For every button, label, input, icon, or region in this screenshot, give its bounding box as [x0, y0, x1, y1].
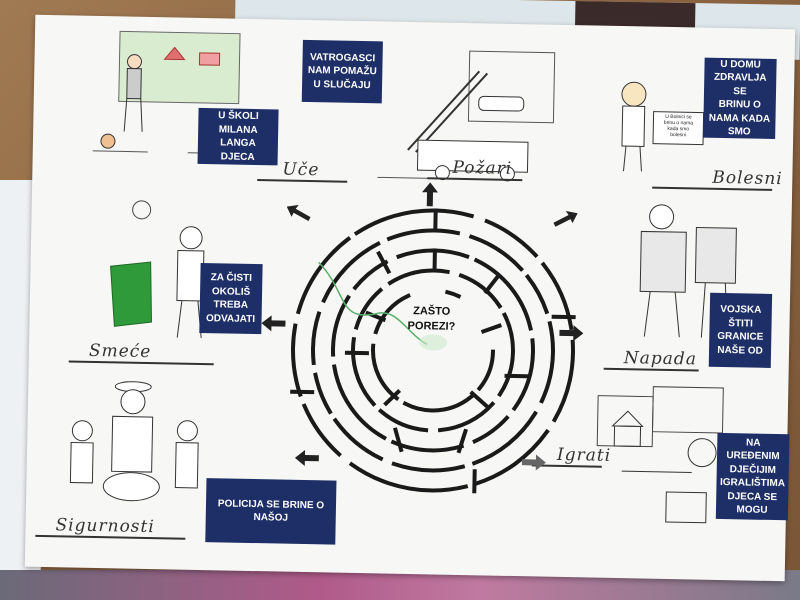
- arrow-left-icon: [261, 315, 286, 332]
- army-drawing: [639, 204, 737, 339]
- hospital-sign: U Bolnici se brinu o nama kada smo boles…: [663, 113, 694, 139]
- school-caption-box: U ŠKOLI MILANA LANGA DJECA: [197, 107, 279, 166]
- arrow-down-left-icon: [294, 450, 319, 467]
- answer-line-uce: [257, 179, 348, 183]
- health-drawing: [621, 81, 705, 172]
- playground-caption-box: NA UREĐENIM DJEČIJIM IGRALIŠTIMA DJECA S…: [715, 432, 790, 521]
- answer-pozari: Požari: [452, 157, 513, 179]
- maze-center-label: ZAŠTO POREZI?: [407, 305, 456, 334]
- health-caption-box: U DOMU ZDRAVLJA SE BRINU O NAMA KADA SMO: [703, 57, 777, 139]
- arrow-up-left-icon: [286, 204, 311, 222]
- environment-caption-box: ZA ČISTI OKOLIŠ TREBA ODVAJATI: [199, 262, 263, 335]
- answer-line-sigurnosti: [35, 534, 186, 540]
- answer-smece: Smeće: [88, 340, 152, 363]
- firefighters-drawing: [377, 50, 556, 182]
- answer-sigurnosti: Sigurnosti: [55, 515, 155, 538]
- police-drawing: [69, 381, 199, 502]
- answer-bolesni: Bolesni: [712, 167, 783, 190]
- playground-drawing: [596, 386, 724, 524]
- arrow-up-right-icon: [553, 210, 578, 227]
- answer-uce: Uče: [282, 159, 320, 181]
- recycling-drawing: [110, 200, 205, 339]
- army-caption-box: VOJSKA ŠTITI GRANICE NAŠE OD: [708, 292, 773, 368]
- maze: [290, 208, 576, 494]
- school-drawing: [92, 30, 243, 155]
- answer-line-smece: [68, 360, 214, 365]
- answer-napada: Napada: [623, 348, 698, 370]
- arrow-down-right-icon: [521, 454, 546, 471]
- arrow-right-icon: [559, 325, 584, 342]
- arrow-up-icon: [422, 182, 439, 207]
- worksheet-paper: U ŠKOLI MILANA LANGA DJECA Uče VATROGASC…: [24, 14, 796, 582]
- firefighters-caption-box: VATROGASCI NAM POMAŽU U SLUČAJU: [301, 39, 383, 104]
